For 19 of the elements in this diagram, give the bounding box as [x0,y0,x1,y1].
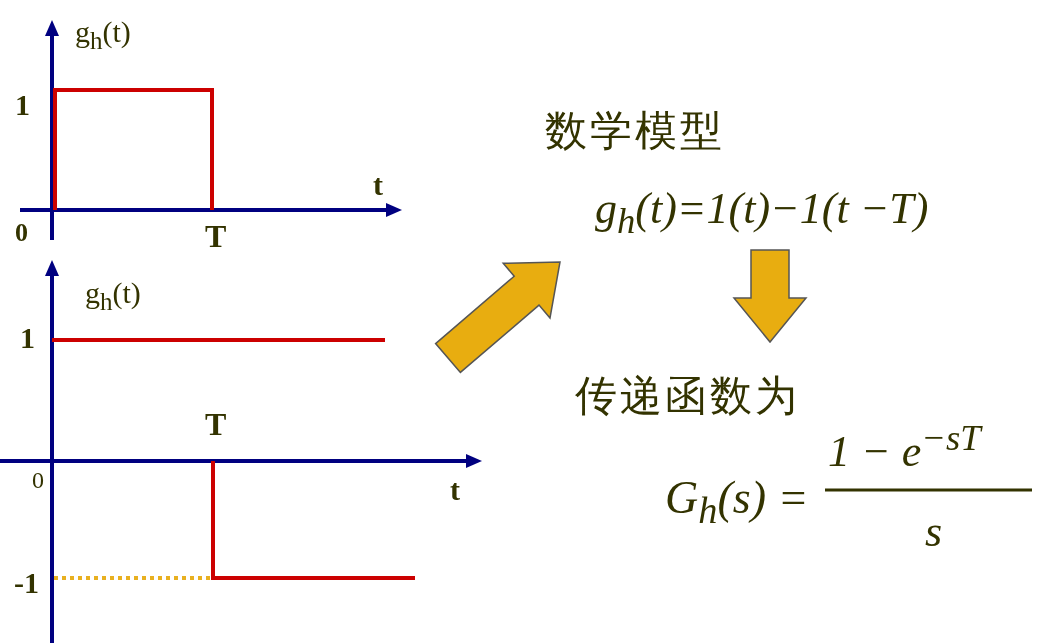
axis-label: g$_{h}$(t) [75,17,131,53]
tick-label: 1 [20,323,35,353]
axis-label: t [373,170,383,200]
block-arrow [732,249,808,344]
heading: 数学模型 [545,110,725,152]
tick-label: T [205,408,227,440]
axis-label: g$_{h}$(t) [85,278,141,314]
tick-label: 1 [15,90,30,120]
tick-label: T [205,220,227,252]
formula: 1 − e$^{−sT}$ [828,420,981,474]
heading: 传递函数为 [575,375,800,417]
axis-label: t [450,475,460,505]
tick-label: 0 [15,220,28,246]
tick-label: 0 [32,468,44,492]
formula: G$_{h}$(s) = [665,475,809,530]
formula: s [925,510,943,554]
tick-label: -1 [14,568,39,598]
formula: g$_{h}$(t)=1(t)−1(t −T) [595,187,929,240]
block-arrow [434,261,561,374]
